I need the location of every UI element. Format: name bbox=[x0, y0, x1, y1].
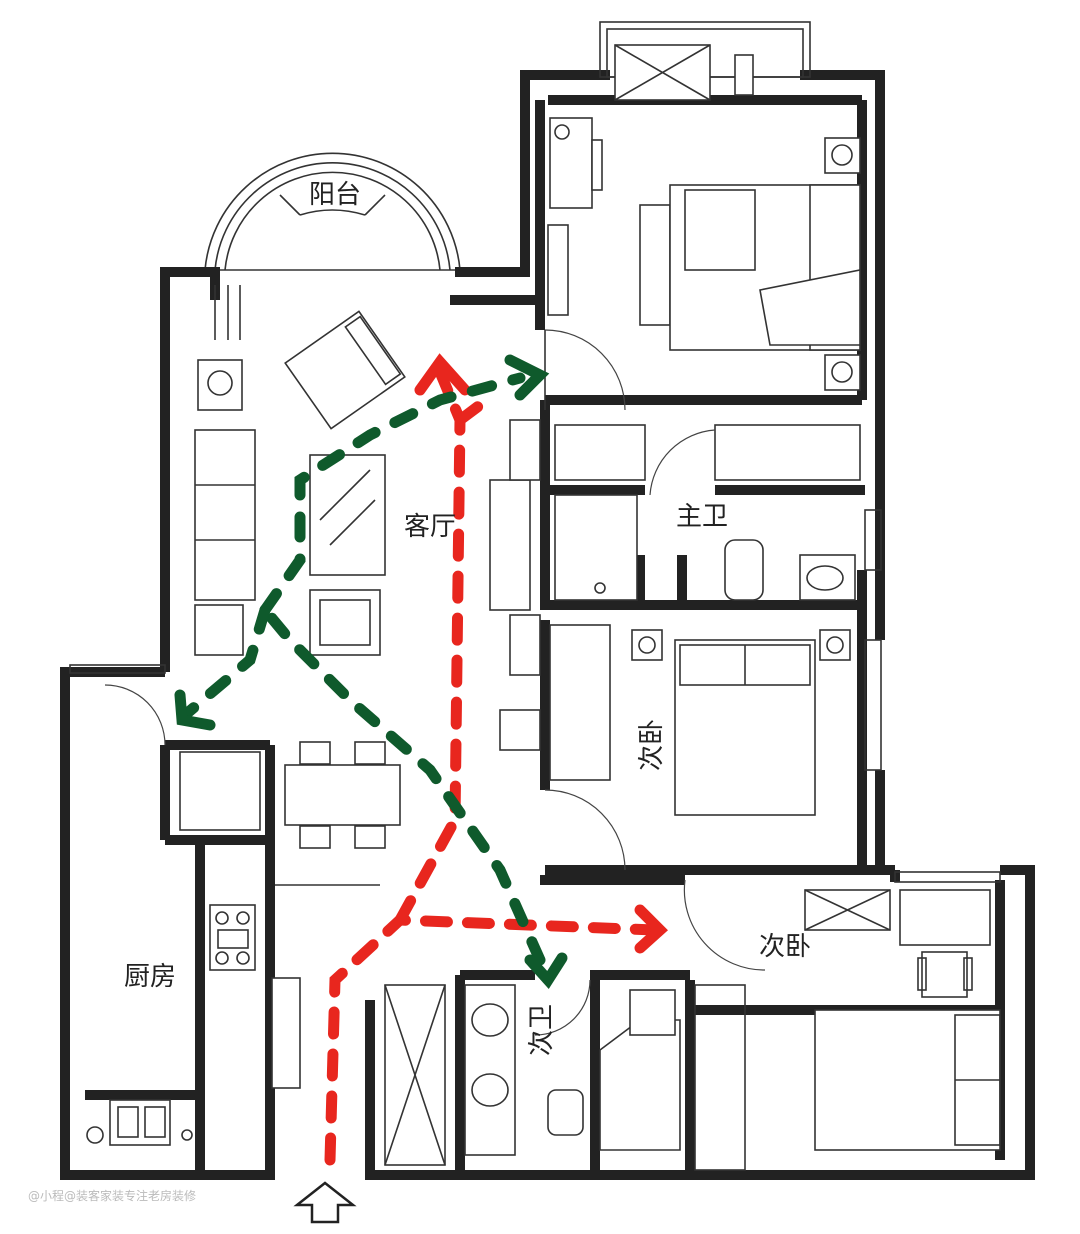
label-master-bath: 主卫 bbox=[676, 502, 728, 532]
label-second-bedroom-a: 次卧 bbox=[637, 719, 667, 771]
label-kitchen: 厨房 bbox=[124, 962, 176, 992]
label-living-room: 客厅 bbox=[404, 512, 456, 542]
red-path bbox=[324, 366, 661, 1166]
watermark: @小程@装客家装专注老房装修 bbox=[28, 1189, 197, 1203]
label-second-bedroom-b: 次卧 bbox=[759, 932, 811, 962]
green-path bbox=[179, 372, 546, 966]
label-second-bath: 次卫 bbox=[527, 1004, 557, 1056]
entrance-arrow-icon bbox=[293, 1181, 357, 1224]
label-balcony: 阳台 bbox=[309, 180, 361, 210]
red-arrowheads bbox=[414, 353, 668, 954]
door-swings bbox=[104, 329, 766, 1036]
green-arrowheads bbox=[174, 354, 568, 990]
balcony-area bbox=[204, 152, 461, 271]
furniture bbox=[86, 44, 1001, 1171]
